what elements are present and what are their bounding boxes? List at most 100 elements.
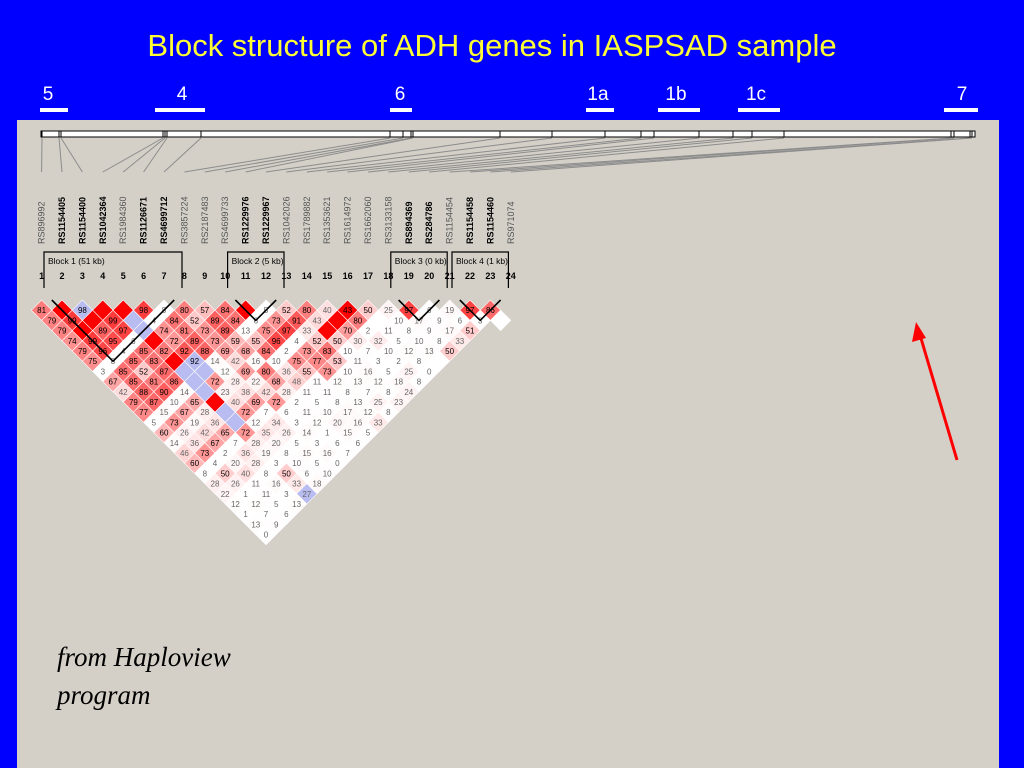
ld-value-12-22: 13: [353, 398, 362, 407]
map-connector-11: [245, 137, 414, 173]
ld-value-10-11: 84: [221, 306, 230, 315]
ld-value-9-13: 59: [231, 337, 240, 346]
snp-name-20: RS284786: [424, 201, 434, 244]
ld-value-11-22: 17: [343, 408, 352, 417]
ld-value-14-22: 12: [374, 378, 383, 387]
gene-label-1: 4: [176, 84, 188, 105]
ld-value-6-21: 8: [284, 449, 289, 458]
ld-value-5-18: 72: [241, 429, 250, 438]
ld-value-3-4: 98: [78, 306, 87, 315]
ld-value-19-22: 9: [427, 327, 432, 336]
ld-value-15-19: 30: [353, 337, 362, 346]
ld-value-9-19: 2: [294, 398, 299, 407]
ld-value-4-15: 28: [200, 408, 209, 417]
ld-value-16-22: 2: [396, 357, 401, 366]
ld-value-9-22: 1: [325, 429, 330, 438]
gene-label-5: 1c: [745, 84, 767, 105]
slide-title: Block structure of ADH genes in IASPSAD …: [147, 28, 837, 63]
ld-value-4-6: 99: [109, 316, 118, 325]
ld-value-7-18: 7: [264, 408, 269, 417]
snp-number-6: 6: [141, 271, 146, 281]
map-connector-22: [469, 137, 955, 173]
ld-value-18-19: 25: [384, 306, 393, 315]
ld-value-13-20: 10: [343, 367, 352, 376]
map-connector-6: [143, 137, 168, 173]
gene-label-6: 7: [956, 84, 968, 105]
ld-value-12-20: 12: [333, 378, 342, 387]
ld-value-1-22: 1: [243, 510, 248, 519]
snp-number-14: 14: [302, 271, 312, 281]
snp-name-12: RS1229967: [261, 196, 271, 244]
ld-value-6-23: 6: [305, 469, 310, 478]
ld-value-17-23: 8: [417, 357, 422, 366]
ld-value-7-10: 81: [180, 327, 189, 336]
block-label-2: Block 2 (5 kb): [232, 256, 284, 266]
ld-value-13-21: 13: [353, 378, 362, 387]
ld-value-13-17: 52: [313, 337, 322, 346]
map-connector-12: [265, 137, 501, 173]
gene-bar-3: [586, 108, 614, 112]
ld-value-14-23: 8: [386, 388, 391, 397]
ld-value-17-18: 50: [364, 306, 373, 315]
snp-number-18: 18: [383, 271, 393, 281]
snp-name-14: RS1789882: [302, 196, 312, 244]
gene-label-3: 1a: [587, 84, 609, 105]
map-connector-4: [102, 137, 164, 173]
ld-value-7-11: 89: [190, 337, 199, 346]
ld-value-10-15: 84: [262, 347, 271, 356]
ld-value-15-20: 7: [366, 347, 371, 356]
ld-value-2-21: 1: [243, 490, 248, 499]
ld-value-2-9: 85: [119, 367, 128, 376]
ld-value-12-21: 8: [345, 388, 350, 397]
snp-number-9: 9: [202, 271, 207, 281]
ld-value-4-7: 97: [119, 327, 128, 336]
ld-value-8-23: 16: [323, 449, 332, 458]
ld-value-7-17: 69: [251, 398, 260, 407]
ld-value-6-16: 40: [231, 398, 240, 407]
ld-value-1-6: 79: [78, 347, 87, 356]
ld-value-2-23: 7: [264, 510, 269, 519]
ld-value-13-24: 8: [386, 408, 391, 417]
ld-value-10-23: 15: [343, 429, 352, 438]
ld-value-3-15: 19: [190, 418, 199, 427]
snp-number-11: 11: [241, 271, 251, 281]
ld-value-10-16: 10: [272, 357, 281, 366]
ld-value-9-15: 16: [251, 357, 260, 366]
block-label-1: Block 1 (51 kb): [48, 256, 105, 266]
ld-value-3-19: 20: [231, 459, 240, 468]
snp-number-12: 12: [261, 271, 271, 281]
snp-name-17: RS1662060: [363, 196, 373, 244]
ld-value-11-14: 75: [262, 327, 271, 336]
ld-cell-1-24: [255, 523, 277, 546]
snp-name-9: RS2187483: [200, 196, 210, 244]
gene-bar-4: [658, 108, 700, 112]
ld-value-5-10: 82: [160, 347, 169, 356]
ld-value-21-23: 6: [458, 316, 463, 325]
ld-value-2-19: 50: [221, 469, 230, 478]
ld-value-10-24: 6: [356, 439, 361, 448]
ld-value-14-15: 80: [302, 306, 311, 315]
ld-value-5-22: 50: [282, 469, 291, 478]
ld-value-1-5: 74: [68, 337, 77, 346]
ld-value-11-16: 2: [284, 347, 289, 356]
block-outline-4: [459, 299, 502, 322]
ld-value-6-12: 92: [190, 357, 199, 366]
ld-value-17-22: 12: [404, 347, 413, 356]
block-label-4: Block 4 (1 kb): [456, 256, 508, 266]
ld-value-1-16: 46: [180, 449, 189, 458]
ld-value-4-11: 87: [160, 367, 169, 376]
ld-value-1-9: 67: [109, 378, 118, 387]
map-connector-3: [60, 137, 83, 173]
ld-value-13-18: 83: [323, 347, 332, 356]
snp-number-13: 13: [281, 271, 291, 281]
ld-value-3-12: 90: [160, 388, 169, 397]
snp-number-2: 2: [59, 271, 64, 281]
ld-value-4-22: 16: [272, 480, 281, 489]
ld-value-1-19: 28: [211, 480, 220, 489]
block-outline-2: [234, 299, 277, 322]
ld-value-13-23: 25: [374, 398, 383, 407]
ld-value-9-24: 7: [345, 449, 350, 458]
ld-value-2-14: 73: [170, 418, 179, 427]
ld-value-11-20: 11: [323, 388, 332, 397]
snp-name-19: RS894369: [404, 201, 414, 244]
